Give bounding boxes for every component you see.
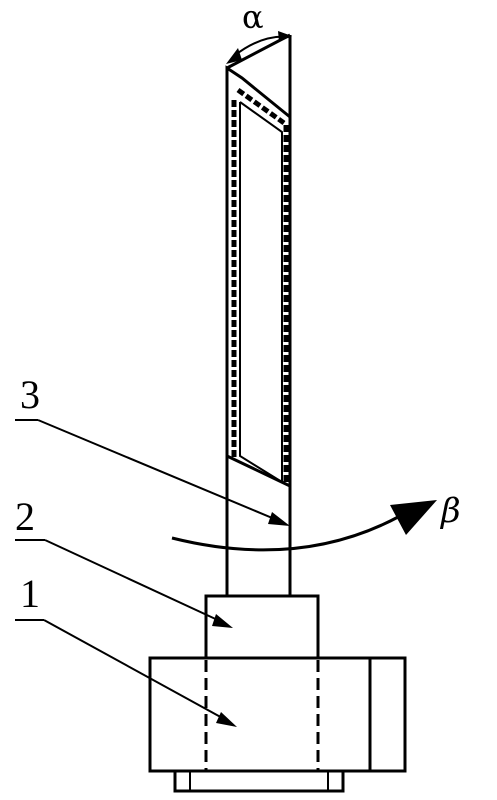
- alpha-label: α: [242, 0, 264, 36]
- callout-part-1: 1: [15, 571, 237, 727]
- label-part-3: 3: [20, 372, 40, 417]
- beta-label: β: [439, 491, 461, 531]
- alpha-angle-marker: α: [226, 0, 292, 64]
- label-part-2: 2: [15, 494, 35, 539]
- callout-part-2: 2: [15, 494, 233, 628]
- base-block: [148, 656, 407, 793]
- label-part-1: 1: [20, 571, 40, 616]
- hub-collar: [204, 594, 320, 658]
- callout-part-3: 3: [15, 372, 290, 526]
- beta-rotation-arrow: β: [171, 491, 461, 552]
